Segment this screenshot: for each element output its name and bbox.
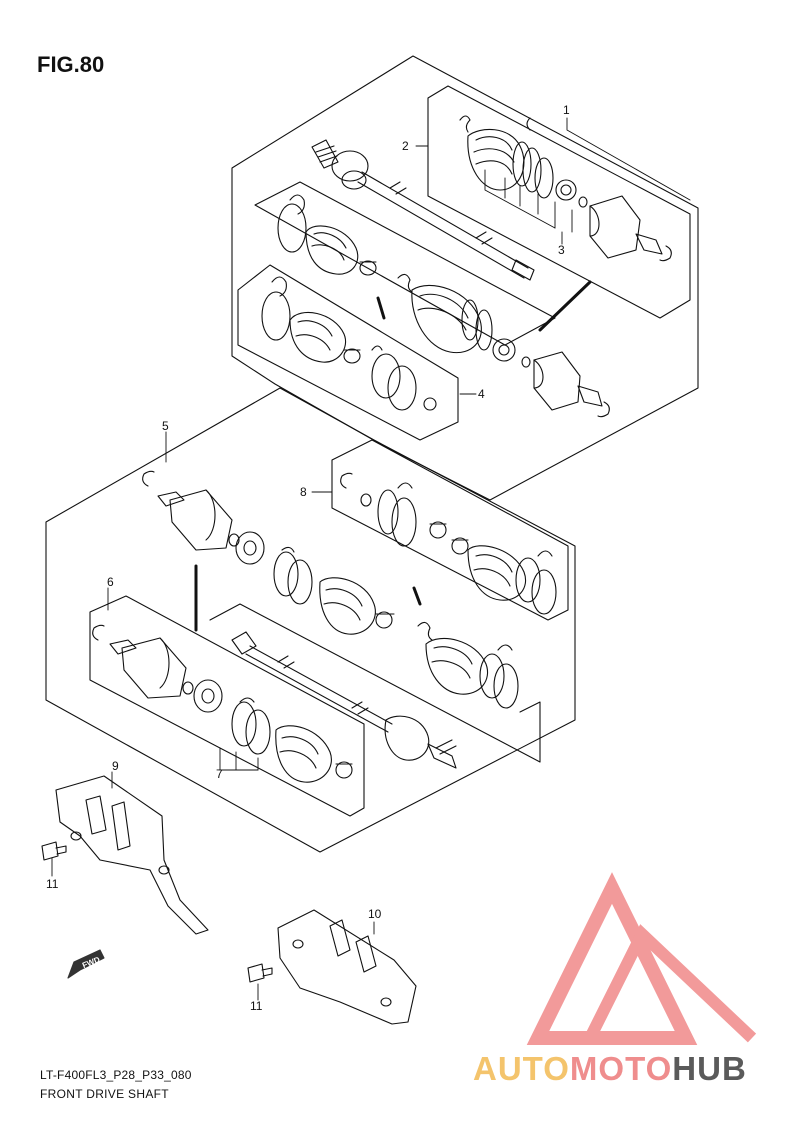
kit-8-outline (331, 439, 569, 621)
model-code: LT-F400FL3_P28_P33_080 (40, 1068, 192, 1082)
kit-3-outline (254, 181, 556, 346)
kit-4-outline (237, 264, 459, 441)
kit-1-parts (459, 115, 672, 262)
kit-1-outline (427, 85, 691, 319)
callout-11-right: 11 (250, 999, 263, 1013)
kit-4-parts (261, 276, 437, 411)
callout-7: 7 (216, 767, 223, 781)
watermark-logo (526, 872, 757, 1045)
callout-9: 9 (112, 759, 119, 773)
kit-6-parts (92, 624, 353, 783)
callout-11-left: 11 (46, 877, 59, 891)
callout-5: 5 (162, 419, 169, 433)
watermark-text-part3: HUB (672, 1050, 747, 1087)
callout-10: 10 (368, 907, 382, 921)
lower-axle-shaft (231, 631, 457, 769)
upper-inner-joint (397, 273, 610, 418)
kit-3-parts (277, 194, 377, 276)
lower-inner-joint (194, 564, 519, 709)
bolt-11-right (247, 963, 273, 983)
callout-3: 3 (558, 243, 565, 257)
upper-assembly-outline (231, 55, 699, 501)
callout-leaders (51, 117, 691, 1001)
callout-8: 8 (300, 485, 307, 499)
callout-6: 6 (107, 575, 114, 589)
watermark-text-part2: MOTO (569, 1050, 673, 1087)
guard-10 (277, 909, 417, 1025)
kit-6-outline (89, 595, 365, 817)
watermark-text-part1: AUTO (473, 1050, 570, 1087)
watermark-brand-text: AUTOMOTOHUB (473, 1050, 747, 1088)
kit-5-inner-outline (209, 603, 541, 763)
fwd-arrow-shape (67, 949, 105, 979)
callout-2: 2 (402, 139, 409, 153)
upper-axle-shaft (311, 139, 535, 281)
kit-7-leaders (219, 747, 259, 771)
kit-1-leaders (484, 169, 573, 233)
lower-assembly-outline (45, 387, 576, 853)
assembly-direction-arrow (538, 280, 592, 332)
callout-1: 1 (563, 103, 570, 117)
bolt-11-left (41, 841, 67, 861)
figure-title: FIG.80 (37, 52, 105, 77)
guard-9 (55, 775, 209, 935)
kit-8-parts (340, 472, 557, 615)
assembly-direction-arrow (376, 296, 386, 320)
callout-4: 4 (478, 387, 485, 401)
diagram-caption: FRONT DRIVE SHAFT (40, 1087, 169, 1101)
lower-outer-joint (142, 470, 395, 635)
